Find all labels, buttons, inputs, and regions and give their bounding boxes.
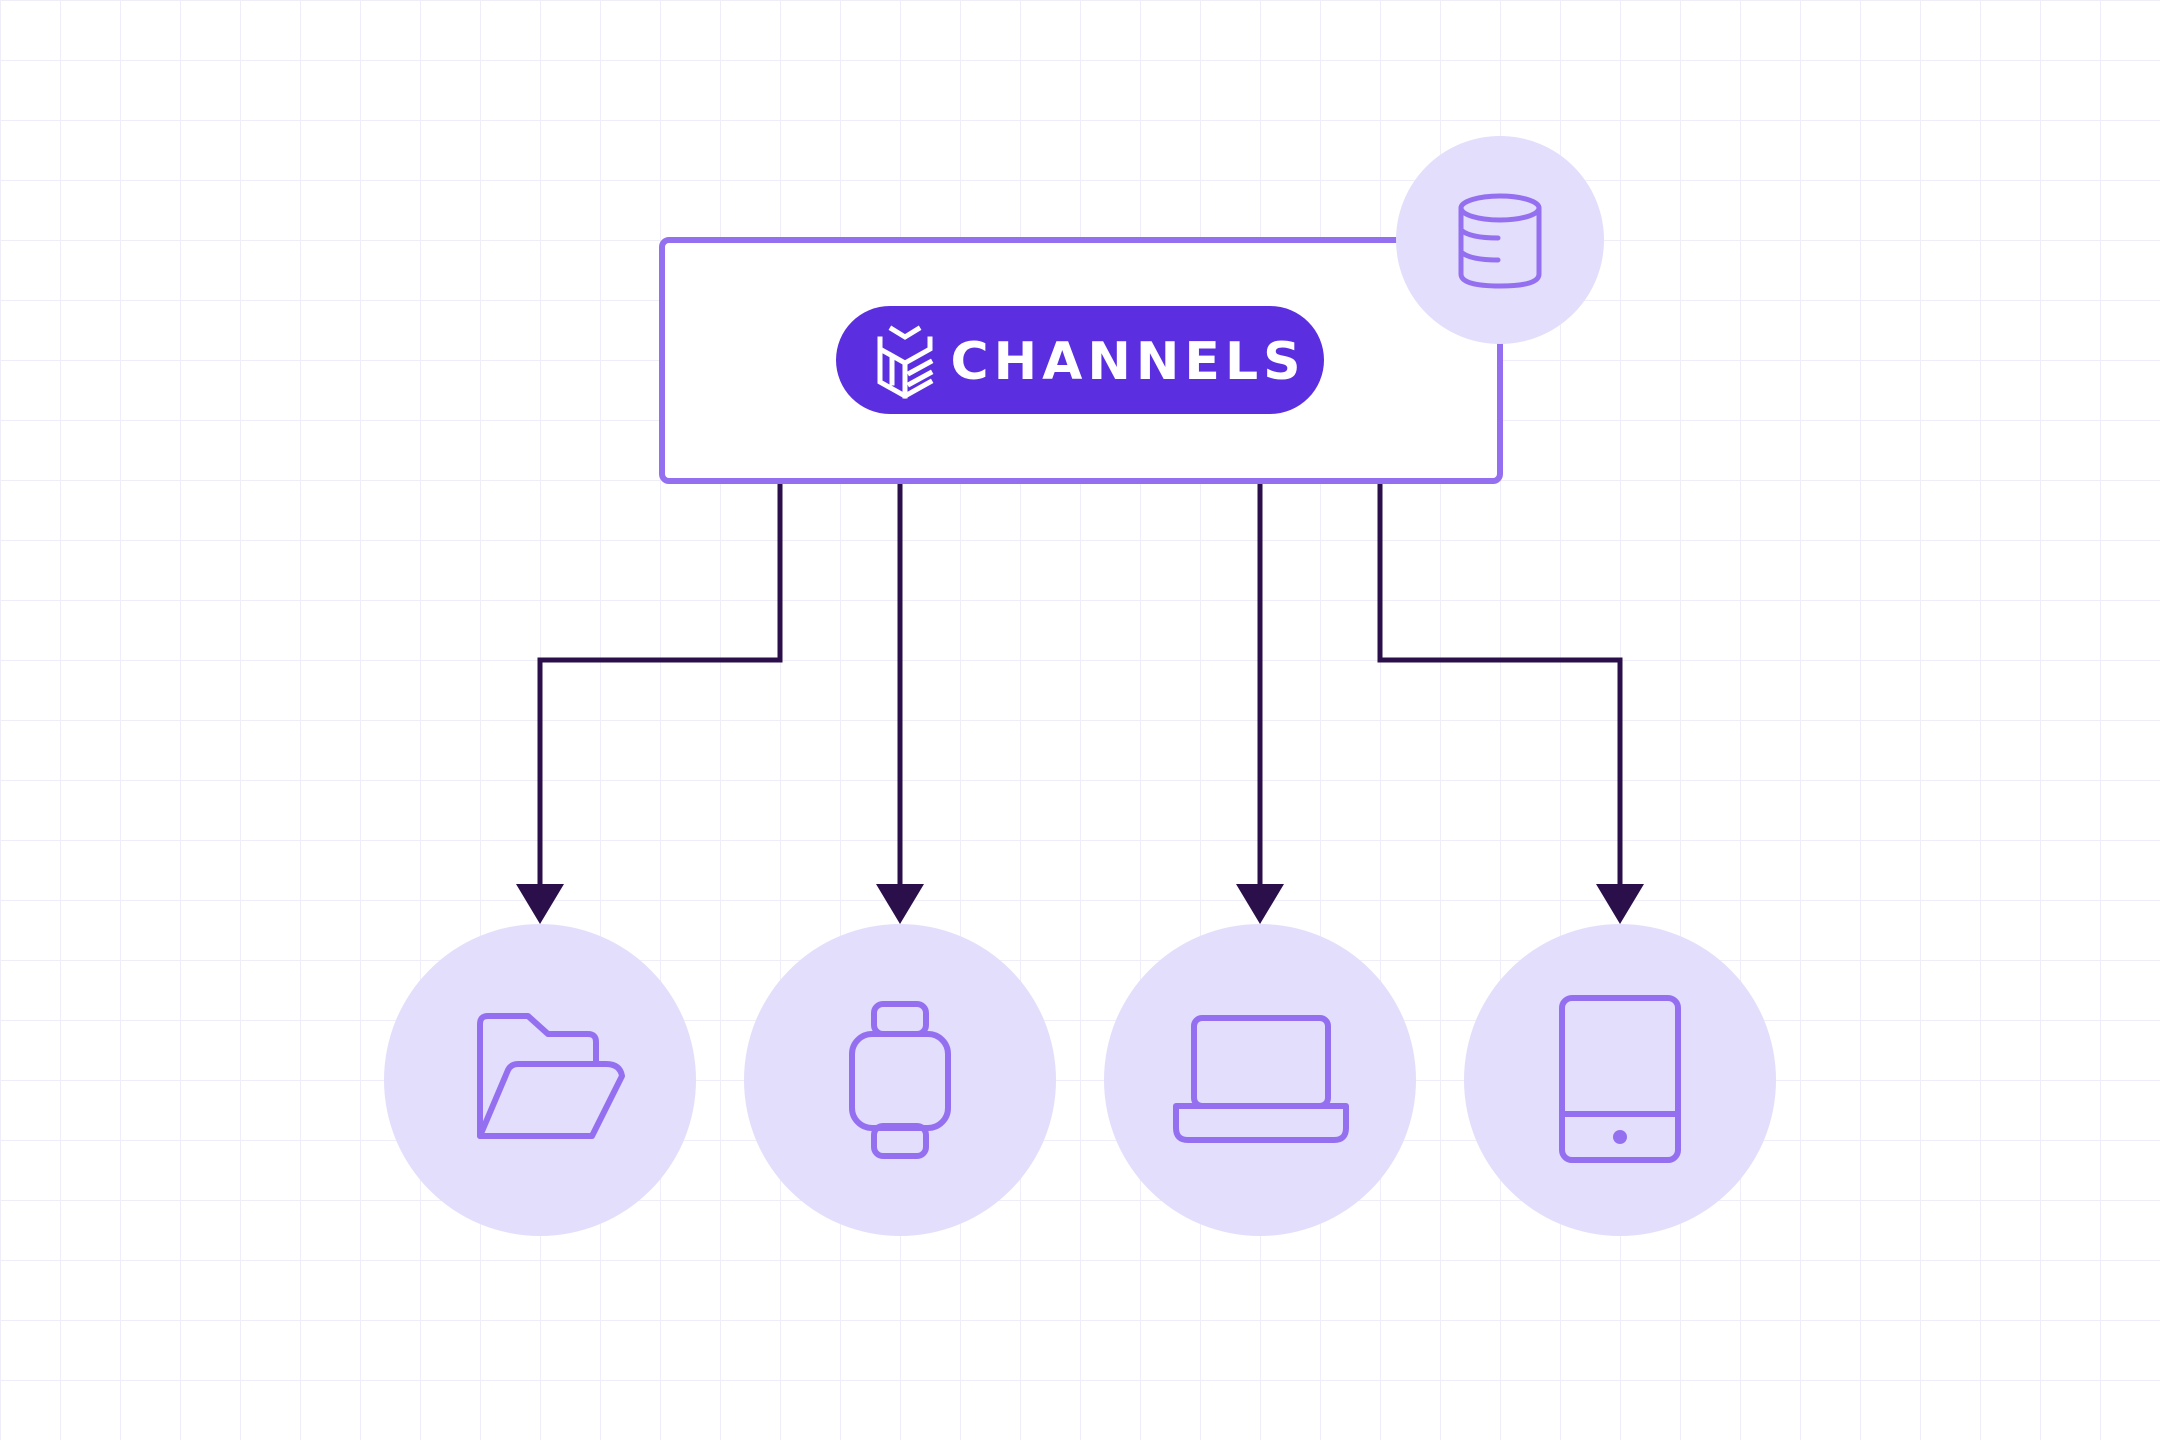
connector-folder xyxy=(537,482,783,888)
database-circle xyxy=(1396,136,1604,344)
target-laptop[interactable] xyxy=(1104,924,1416,1236)
tablet-icon xyxy=(1559,995,1681,1163)
channels-label: CHANNELS xyxy=(950,332,1305,392)
target-circle xyxy=(744,924,1056,1236)
laptop-icon xyxy=(1173,1015,1349,1143)
target-tablet[interactable] xyxy=(1464,924,1776,1236)
arrowhead-smartwatch xyxy=(876,884,924,924)
channels-badge[interactable]: CHANNELS xyxy=(836,306,1324,414)
folder-icon xyxy=(477,1013,625,1139)
target-smartwatch[interactable] xyxy=(744,924,1056,1236)
arrowhead-folder xyxy=(516,884,564,924)
channels-badge-pill xyxy=(836,306,1324,414)
connector-tablet xyxy=(1377,482,1623,888)
stacked-w-logo-icon xyxy=(877,325,934,399)
smartwatch-icon xyxy=(849,1001,951,1159)
tablet-home-dot xyxy=(1613,1130,1627,1144)
target-circle xyxy=(1464,924,1776,1236)
arrowhead-laptop xyxy=(1236,884,1284,924)
arrowheads xyxy=(516,884,1644,924)
connectors xyxy=(537,482,1623,888)
arrowhead-tablet xyxy=(1596,884,1644,924)
database-icon xyxy=(1458,193,1542,289)
database-node[interactable] xyxy=(1396,136,1604,344)
target-circle xyxy=(1104,924,1416,1236)
target-circle xyxy=(384,924,696,1236)
target-folder[interactable] xyxy=(384,924,696,1236)
